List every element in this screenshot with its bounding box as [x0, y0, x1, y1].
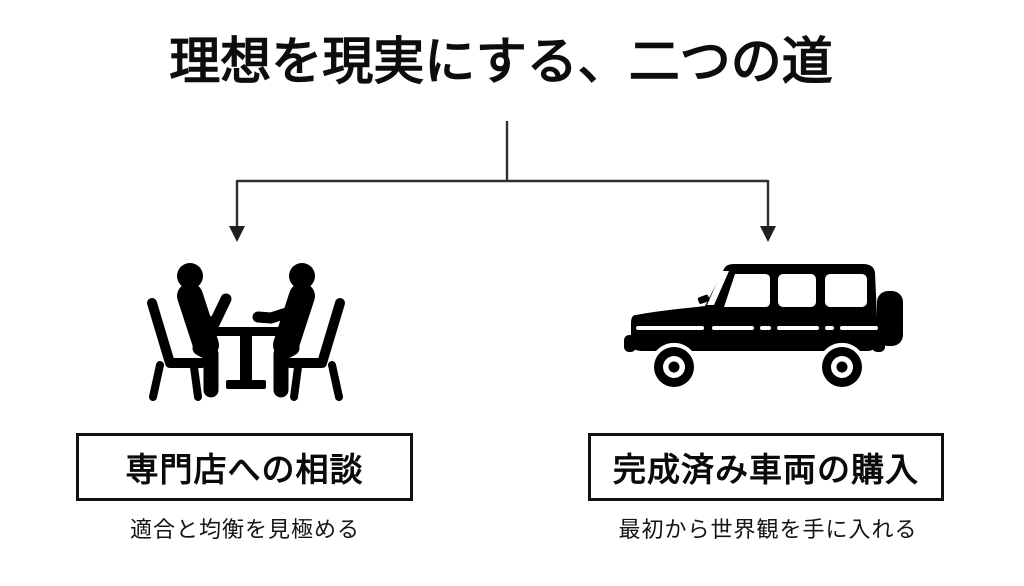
left-option-label: 専門店への相談	[125, 451, 364, 488]
arrow-down-left-icon	[229, 226, 245, 242]
consultation-meeting-icon	[147, 263, 345, 401]
right-option-label: 完成済み車両の購入	[613, 451, 919, 488]
left-option-box: 専門店への相談	[76, 433, 413, 501]
right-option-box: 完成済み車両の購入	[588, 433, 944, 501]
slide-title: 理想を現実にする、二つの道	[169, 32, 833, 92]
left-option-subtitle: 適合と均衡を見極める	[129, 517, 361, 542]
arrow-down-right-icon	[760, 226, 776, 242]
suv-vehicle-icon	[624, 264, 903, 387]
right-option-subtitle: 最初から世界観を手に入れる	[618, 517, 918, 542]
